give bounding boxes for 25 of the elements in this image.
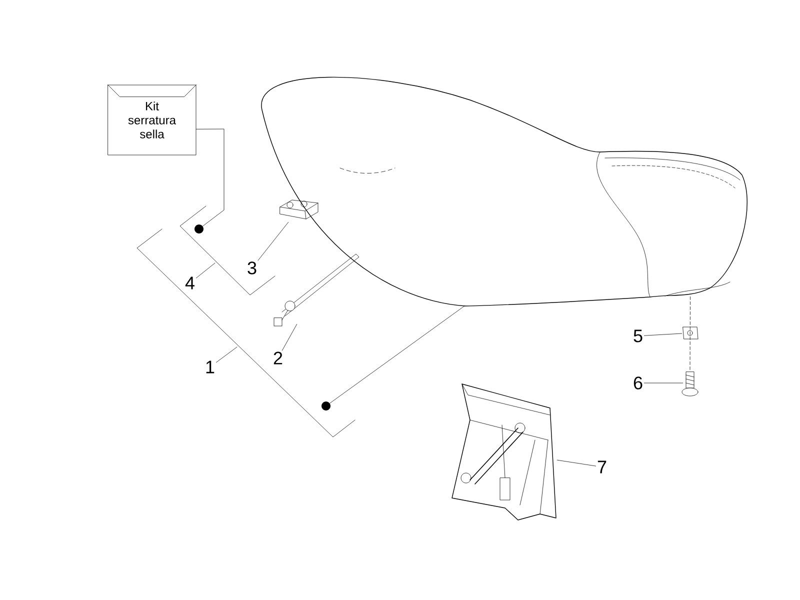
callout-number: 6	[634, 376, 642, 390]
seat-drawing	[262, 76, 748, 306]
bracket-drawing	[280, 200, 318, 220]
callout-number: 7	[598, 460, 606, 474]
leader-line	[282, 324, 298, 351]
leader-line	[644, 333, 682, 336]
leader-line	[258, 222, 289, 261]
leader-line	[557, 460, 596, 466]
screw-drawing	[682, 372, 698, 396]
clip-nut-drawing	[682, 326, 698, 340]
lock-rod-drawing	[274, 254, 360, 326]
tool-bag-drawing	[452, 384, 556, 520]
leader-line	[644, 382, 683, 384]
leader-line	[196, 262, 216, 278]
callout-number: 5	[634, 330, 642, 342]
leader-line	[330, 306, 466, 404]
callout-number: 4	[185, 276, 194, 290]
dot	[322, 402, 330, 410]
dot	[194, 224, 204, 234]
callout-number: 1	[206, 360, 214, 374]
leader-line	[196, 128, 224, 226]
callout-number: 3	[248, 262, 256, 274]
callout-number: 2	[274, 352, 282, 364]
kit-envelope: Kit serratura sella	[108, 84, 196, 156]
leader-line	[216, 346, 238, 363]
